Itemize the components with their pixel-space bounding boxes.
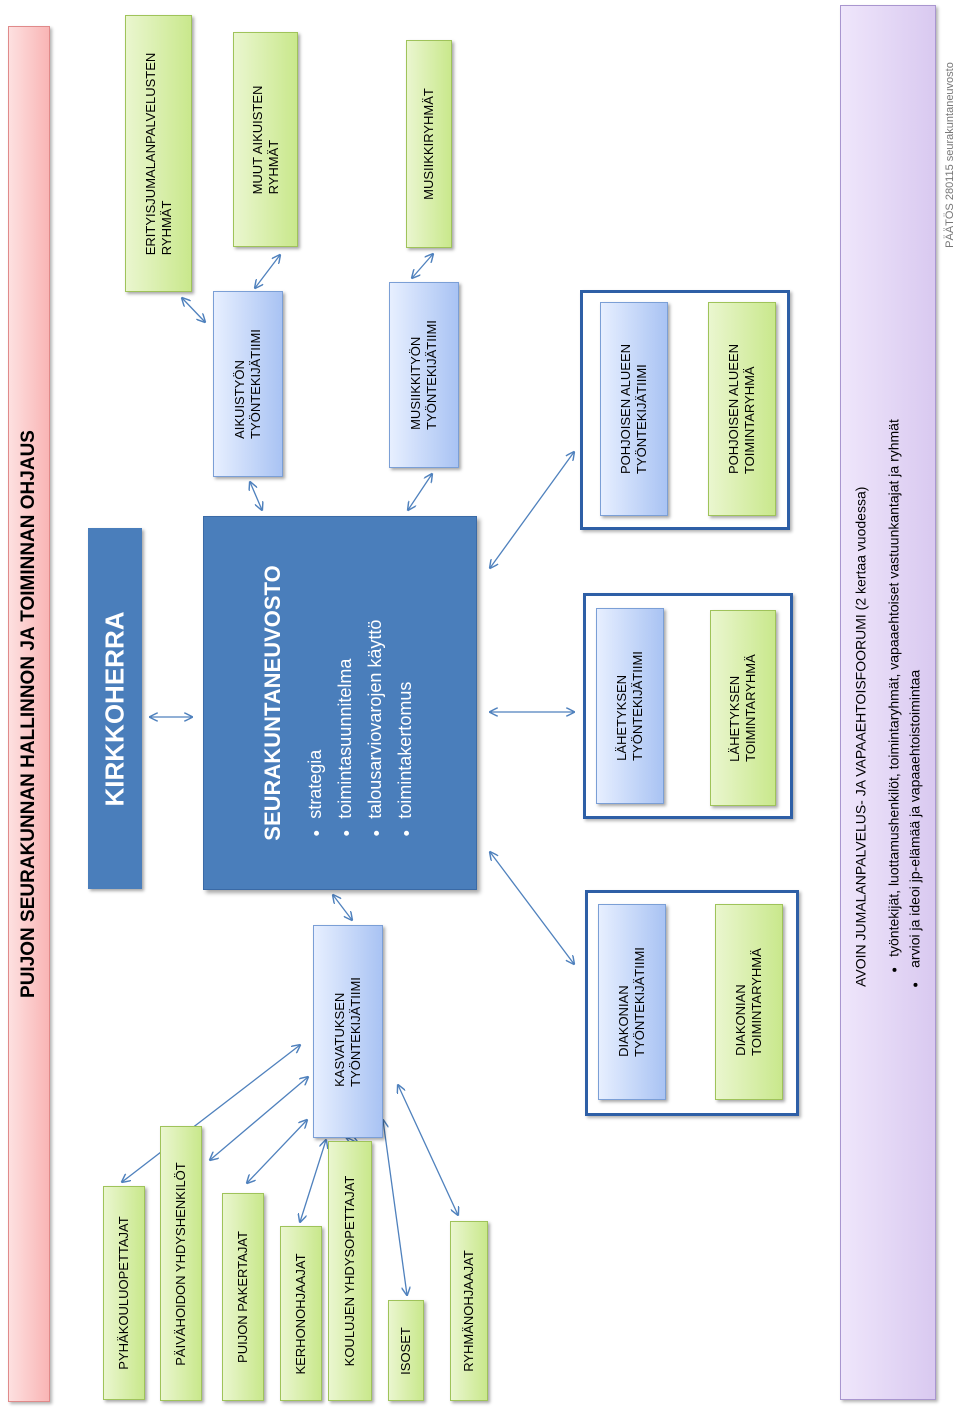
muut-group-text: MUUT AIKUISTEN RYHMÄT [249, 85, 282, 194]
lahetys-team-line2: TYÖNTEKIJÄTIIMI [630, 651, 645, 761]
diakonia-group-text: DIAKONIAN TOIMINTARYHMÄ [733, 948, 766, 1056]
kasvatus-group-label: KOULUJEN YHDYSOPETTAJAT [341, 1175, 357, 1367]
arrow-kasvatus-g3 [300, 1140, 326, 1222]
forum-bullet: työntekijät, luottamushenkilöt, toiminta… [884, 419, 905, 957]
lahetys-team-box: LÄHETYKSEN TYÖNTEKIJÄTIIMI [596, 608, 664, 804]
kasvatus-group-label: PUIJON PAKERTAJAT [234, 1231, 250, 1363]
aikuistyo-line2: TYÖNTEKIJÄTIIMI [248, 329, 263, 439]
council-list: strategia toimintasuunnitelma talousarvi… [300, 565, 420, 840]
kasvatus-line2: TYÖNTEKIJÄTIIMI [348, 976, 363, 1087]
diakonia-team-box: DIAKONIAN TYÖNTEKIJÄTIIMI [598, 904, 666, 1100]
kasvatus-group-3: KERHONOHJAAJAT [280, 1226, 322, 1401]
erityis-line1: ERITYISJUMALANPALVELUSTEN [142, 52, 158, 255]
kasvatus-group-5: ISOSET [388, 1300, 424, 1401]
council-item: toimintakertomus [390, 565, 420, 819]
kasvatus-group-1: PÄIVÄHOIDON YHDYSHENKILÖT [160, 1126, 202, 1401]
aikuistyo-line1: AIKUISTYÖN [231, 360, 247, 439]
kasvatus-group-4: KOULUJEN YHDYSOPETTAJAT [328, 1141, 372, 1401]
council-item: talousarviovarojen käyttö [360, 565, 390, 819]
muut-line2: RYHMÄT [265, 139, 281, 194]
muut-line1: MUUT AIKUISTEN [249, 85, 265, 194]
arrow-council-diakonia [490, 852, 574, 964]
aikuistyo-team-text: AIKUISTYÖN TYÖNTEKIJÄTIIMI [232, 329, 265, 439]
council-title: SEURAKUNTANEUVOSTO [260, 565, 285, 841]
pohjoinen-team-box: POHJOISEN ALUEEN TYÖNTEKIJÄTIIMI [600, 302, 668, 516]
aikuistyo-team-box: AIKUISTYÖN TYÖNTEKIJÄTIIMI [213, 291, 283, 477]
pohjoinen-team-line1: POHJOISEN ALUEEN [617, 343, 633, 475]
forum-content: AVOIN JUMALANPALVELUS- JA VAPAAEHTOISFOO… [851, 419, 926, 987]
council-item: strategia [300, 565, 330, 819]
musiikki-line1: MUSIIKKIRYHMÄT [420, 88, 436, 200]
decision-note: PÄÄTÖS 280115 seurakuntaneuvosto [942, 40, 958, 270]
kasvatus-group-0: PYHÄKOULUOPETTAJAT [103, 1186, 145, 1400]
muut-group-box: MUUT AIKUISTEN RYHMÄT [233, 32, 298, 247]
musiikki-group-box: MUSIIKKIRYHMÄT [406, 40, 452, 248]
title-banner: PUIJON SEURAKUNNAN HALLINNON JA TOIMINNA… [8, 26, 50, 1402]
kasvatus-group-label: RYHMÄNOHJAAJAT [460, 1250, 476, 1372]
page-title: PUIJON SEURAKUNNAN HALLINNON JA TOIMINNA… [18, 430, 39, 998]
decision-note-text: PÄÄTÖS 280115 seurakuntaneuvosto [944, 62, 956, 248]
kasvatus-group-label: KERHONOHJAAJAT [292, 1252, 308, 1375]
forum-list: työntekijät, luottamushenkilöt, toiminta… [884, 419, 926, 987]
forum-bullet: arvioi ja ideoi jp-elämää ja vapaaehtois… [905, 419, 926, 987]
diakonia-team-line2: TYÖNTEKIJÄTIIMI [632, 947, 647, 1057]
arrow-aikuistyo-muut [255, 255, 280, 288]
arrow-aikuistyo-erityis [182, 298, 205, 322]
kasvatus-group-label: PYHÄKOULUOPETTAJAT [115, 1216, 131, 1370]
kasvatus-group-6: RYHMÄNOHJAAJAT [450, 1221, 488, 1401]
arrow-council-musiikkityo [408, 474, 432, 510]
arrow-council-kasvatus [333, 895, 352, 920]
kirkkoherra-label: KIRKKOHERRA [99, 611, 130, 806]
diakonia-team-line1: DIAKONIAN [615, 985, 631, 1057]
lahetys-team-text: LÄHETYKSEN TYÖNTEKIJÄTIIMI [614, 651, 647, 761]
arrow-kasvatus-g0 [122, 1045, 300, 1182]
pohjoinen-team-line2: TYÖNTEKIJÄTIIMI [634, 364, 649, 475]
lahetys-group-line1: LÄHETYKSEN [726, 675, 742, 762]
kasvatus-group-2: PUIJON PAKERTAJAT [222, 1193, 264, 1401]
kasvatus-team-box: KASVATUKSEN TYÖNTEKIJÄTIIMI [313, 925, 383, 1138]
lahetys-group-line2: TOIMINTARYHMÄ [743, 654, 758, 762]
arrow-kasvatus-g5 [383, 1120, 407, 1295]
forum-title: AVOIN JUMALANPALVELUS- JA VAPAAEHTOISFOO… [852, 486, 869, 987]
lahetys-group-text: LÄHETYKSEN TOIMINTARYHMÄ [727, 654, 760, 762]
arrow-council-pohjoinen [490, 452, 574, 568]
pohjoinen-group-line1: POHJOISEN ALUEEN [725, 343, 741, 475]
erityis-line2: RYHMÄT [158, 200, 174, 255]
pohjoinen-team-text: POHJOISEN ALUEEN TYÖNTEKIJÄTIIMI [618, 344, 651, 474]
lahetys-team-line1: LÄHETYKSEN [613, 674, 629, 761]
arrow-kasvatus-g2 [247, 1120, 307, 1183]
kasvatus-group-label: PÄIVÄHOIDON YHDYSHENKILÖT [172, 1161, 188, 1366]
diakonia-group-box: DIAKONIAN TOIMINTARYHMÄ [715, 904, 783, 1100]
erityis-group-text: ERITYISJUMALANPALVELUSTEN RYHMÄT [142, 52, 175, 255]
musiikkityo-team-text: MUSIIKKITYÖN TYÖNTEKIJÄTIIMI [408, 320, 441, 430]
musiikki-group-text: MUSIIKKIRYHMÄT [421, 88, 437, 200]
diakonia-group-line1: DIAKONIAN [732, 984, 748, 1056]
musiikkityo-line2: TYÖNTEKIJÄTIIMI [424, 320, 439, 430]
musiikkityo-team-box: MUSIIKKITYÖN TYÖNTEKIJÄTIIMI [389, 282, 459, 468]
pohjoinen-group-box: POHJOISEN ALUEEN TOIMINTARYHMÄ [708, 302, 776, 516]
pohjoinen-group-line2: TOIMINTARYHMÄ [742, 366, 757, 475]
diakonia-team-text: DIAKONIAN TYÖNTEKIJÄTIIMI [616, 947, 649, 1057]
council-item: toimintasuunnitelma [330, 565, 360, 819]
council-content: SEURAKUNTANEUVOSTO strategia toimintasuu… [260, 565, 420, 840]
arrow-musiikkityo-musiikki [412, 254, 433, 278]
arrow-council-aikuistyo [250, 482, 262, 510]
pohjoinen-group-text: POHJOISEN ALUEEN TOIMINTARYHMÄ [726, 344, 759, 474]
diakonia-group-line2: TOIMINTARYHMÄ [749, 948, 764, 1056]
musiikkityo-line1: MUSIIKKITYÖN [407, 336, 423, 430]
council-box: SEURAKUNTANEUVOSTO strategia toimintasuu… [203, 516, 477, 890]
erityis-group-box: ERITYISJUMALANPALVELUSTEN RYHMÄT [125, 15, 192, 292]
kirkkoherra-box: KIRKKOHERRA [88, 528, 142, 889]
arrow-kasvatus-g1 [210, 1077, 308, 1160]
lahetys-group-box: LÄHETYKSEN TOIMINTARYHMÄ [710, 610, 776, 806]
kasvatus-line1: KASVATUKSEN [331, 992, 347, 1087]
kasvatus-group-label: ISOSET [397, 1326, 413, 1375]
forum-banner: AVOIN JUMALANPALVELUS- JA VAPAAEHTOISFOO… [840, 5, 936, 1400]
kasvatus-team-text: KASVATUKSEN TYÖNTEKIJÄTIIMI [332, 977, 365, 1087]
arrow-kasvatus-g6 [398, 1085, 458, 1215]
